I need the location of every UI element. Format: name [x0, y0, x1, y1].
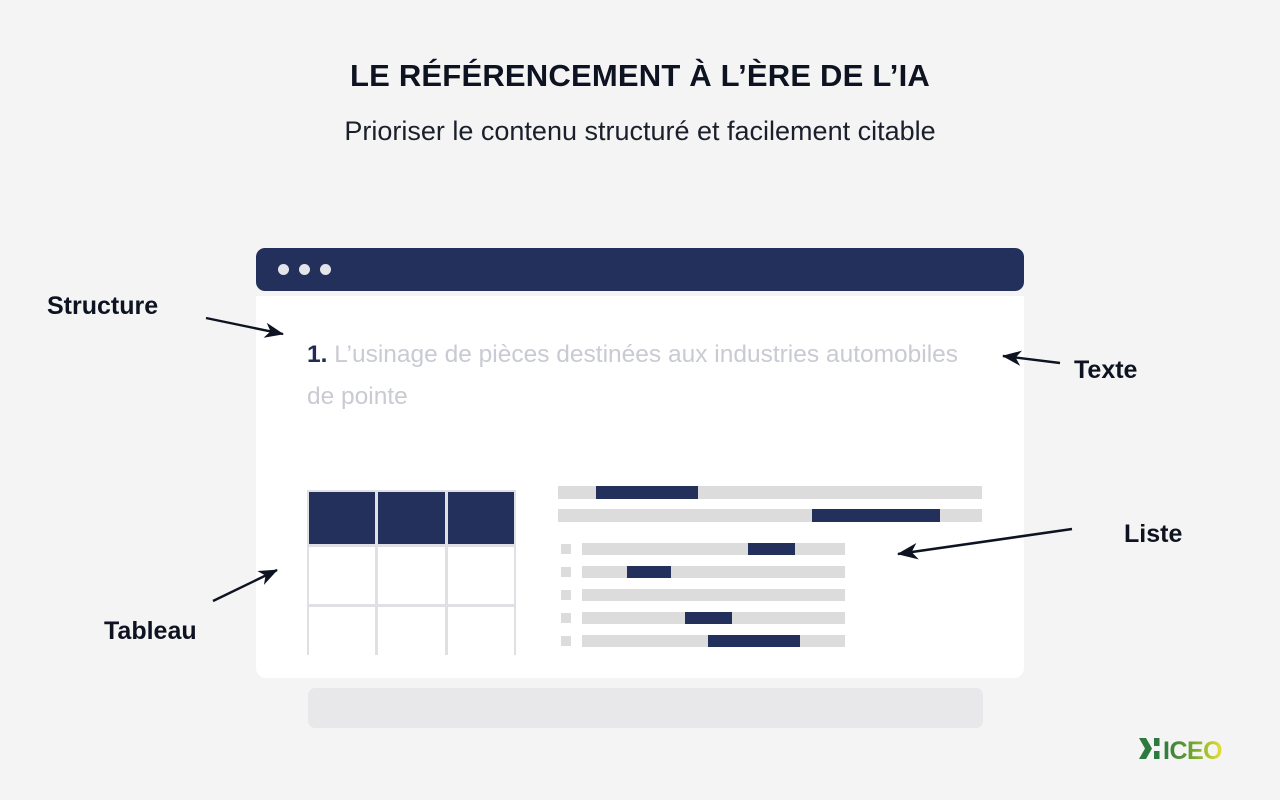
- list-highlight-segment: [747, 543, 796, 555]
- list-item: [558, 566, 988, 578]
- table-header-cell: [447, 492, 514, 544]
- iceo-logo: ICEO: [1139, 737, 1223, 765]
- page-subtitle: Prioriser le contenu structuré et facile…: [344, 116, 936, 146]
- window-dot-3-icon: [320, 264, 331, 275]
- browser-window-mockup: 1. L’usinage de pièces destinées aux ind…: [256, 248, 1024, 728]
- iceo-logo-mark: [1139, 738, 1160, 759]
- list-item: [558, 612, 988, 624]
- list-item-bar: [582, 635, 845, 647]
- table-cell: [309, 547, 376, 604]
- document-heading-text: L’usinage de pièces destinées aux indust…: [307, 341, 959, 410]
- text-highlight-segment: [812, 509, 940, 522]
- window-content-area: 1. L’usinage de pièces destinées aux ind…: [256, 296, 1024, 728]
- list-bullet-icon: [561, 567, 571, 577]
- table-cell: [378, 547, 445, 604]
- iceo-logo-text: ICEO: [1163, 737, 1222, 765]
- document-heading: 1. L’usinage de pièces destinées aux ind…: [307, 334, 985, 418]
- list-item-bar: [582, 589, 845, 601]
- list-bullet-icon: [561, 613, 571, 623]
- document-table: [307, 490, 516, 663]
- table-cell: [447, 607, 514, 663]
- annotation-label-texte: Texte: [1074, 356, 1138, 384]
- window-titlebar: [256, 248, 1024, 291]
- window-dot-1-icon: [278, 264, 289, 275]
- list-item: [558, 543, 988, 555]
- list-highlight-segment: [626, 566, 672, 578]
- document-text-and-list: [558, 486, 988, 658]
- document-text-line: [558, 486, 982, 499]
- table-header-cell: [378, 492, 445, 544]
- list-bullet-icon: [561, 544, 571, 554]
- table-cell: [447, 547, 514, 604]
- list-item: [558, 635, 988, 647]
- text-highlight-segment: [596, 486, 698, 499]
- annotation-label-tableau: Tableau: [104, 617, 197, 645]
- list-highlight-segment: [708, 635, 801, 647]
- list-item-bar: [582, 566, 845, 578]
- window-dot-2-icon: [299, 264, 310, 275]
- table-cell: [378, 607, 445, 663]
- table-header-cell: [309, 492, 376, 544]
- page-title: LE RÉFÉRENCEMENT À L’ÈRE DE L’IA: [350, 58, 930, 93]
- list-bullet-icon: [561, 590, 571, 600]
- table-cell: [309, 607, 376, 663]
- list-item: [558, 589, 988, 601]
- document-heading-number: 1.: [307, 341, 328, 368]
- list-bullet-icon: [561, 636, 571, 646]
- document-list: [558, 543, 988, 647]
- list-highlight-segment: [684, 612, 732, 624]
- list-item-bar: [582, 612, 845, 624]
- annotation-label-liste: Liste: [1124, 520, 1183, 548]
- document-footer-block: [308, 688, 983, 728]
- document-text-line: [558, 509, 982, 522]
- annotation-label-structure: Structure: [47, 292, 159, 320]
- list-item-bar: [582, 543, 845, 555]
